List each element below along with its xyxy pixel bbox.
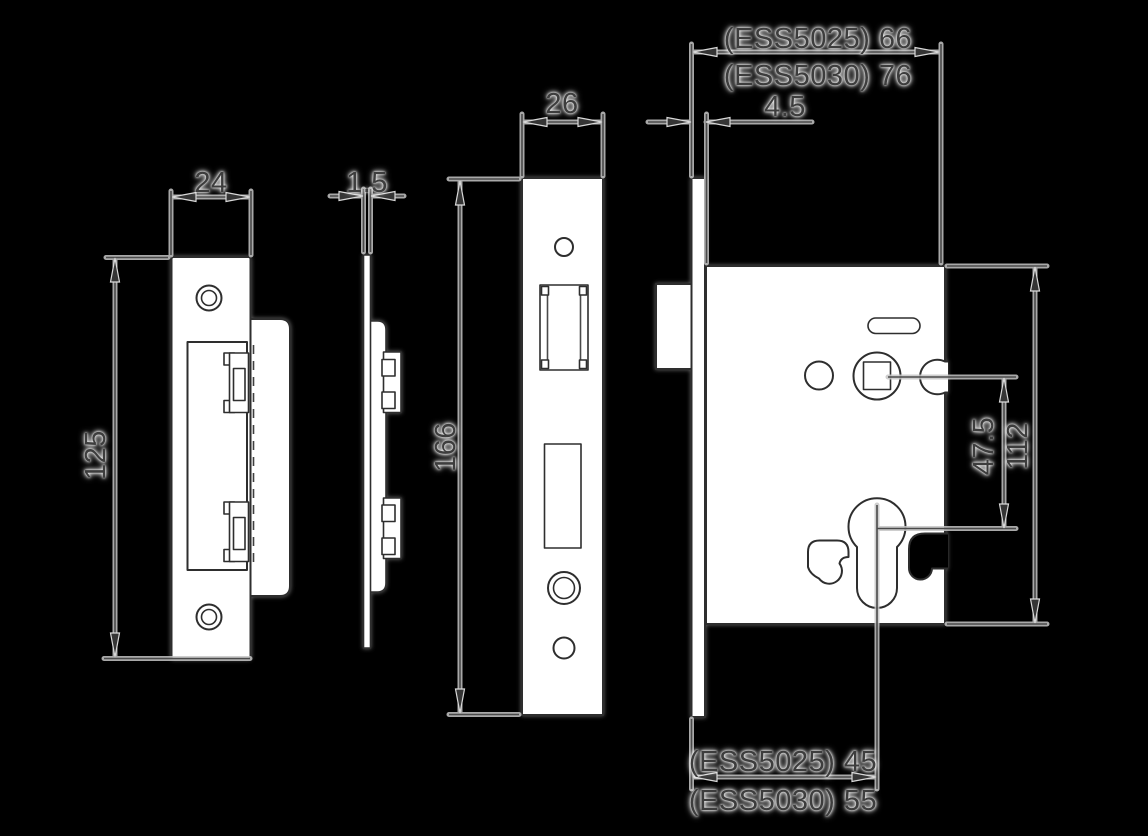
arrow-45-right: [851, 771, 877, 783]
arrow-26-right: [577, 116, 603, 128]
arrow-4p5-left: [666, 116, 692, 128]
arrow-125-top: [109, 257, 121, 283]
deadbolt-opening: [543, 443, 582, 549]
faceplate-edge-strip: [690, 177, 706, 718]
case-depth-label-ess5025: (ESS5025) 66: [724, 23, 912, 55]
strike-side-upper-keep-tab-top: [381, 358, 396, 377]
arrow-47p5-top: [998, 377, 1010, 403]
latch-corner-tab-tl: [540, 285, 550, 296]
cylinder-hole-inner: [552, 576, 576, 600]
arrow-4p5-right: [705, 116, 731, 128]
strike-bottom-screw-hole-inner: [200, 608, 218, 626]
strike-side-upper-keep-tab-bottom: [381, 391, 396, 410]
heart-cutout: [807, 539, 850, 585]
dimension-arrowheads: [109, 46, 1041, 783]
arrow-24-left: [171, 191, 197, 203]
faceplate-width-label: 26: [545, 88, 578, 120]
dimension-labels: 24 125 1.5 26 166 (ESS5025) 66 (ESS5030)…: [80, 23, 1034, 817]
fixing-hole: [804, 360, 834, 391]
strike-side-thin-plate: [362, 254, 372, 649]
faceplate-height-label: 166: [430, 422, 462, 472]
latch-corner-tab-br: [578, 359, 588, 370]
arrow-112-bottom: [1029, 598, 1041, 624]
arrow-47p5-bottom: [998, 503, 1010, 529]
arrow-24-right: [225, 191, 251, 203]
strike-lip: [249, 318, 291, 597]
edge-cutout-cylinder: [907, 532, 948, 581]
arrow-66-right: [914, 46, 940, 58]
strike-side-lower-keep-tab-bottom: [381, 537, 396, 556]
arrow-112-top: [1029, 266, 1041, 292]
case-depth-label-ess5030: (ESS5030) 76: [724, 60, 912, 92]
arrow-45-left: [692, 771, 718, 783]
strike-side-lower-keep-tab-top: [381, 504, 396, 523]
strike-height-label: 125: [80, 430, 112, 480]
backset-label-ess5030: (ESS5030) 55: [689, 785, 877, 817]
faceplate-to-case-label: 4.5: [764, 91, 806, 123]
strike-plate-front-view: [170, 256, 291, 660]
strike-top-screw-hole-inner: [200, 289, 218, 307]
fixing-slot: [867, 317, 921, 335]
faceplate-top-screw-hole: [554, 237, 574, 257]
arrow-166-top: [454, 180, 466, 206]
case-height-label: 112: [1002, 422, 1034, 470]
arrow-125-bottom: [109, 632, 121, 658]
lock-case-side-view: [655, 177, 948, 718]
faceplate-front-view: [521, 177, 604, 716]
strike-thickness-label: 1.5: [346, 167, 388, 199]
backset-label-ess5025: (ESS5025) 45: [689, 746, 877, 778]
follower-to-cylinder-label: 47.5: [968, 417, 1000, 475]
arrow-1p5-right: [370, 190, 396, 202]
arrow-1p5-left: [338, 190, 364, 202]
latch-corner-tab-tr: [578, 285, 588, 296]
latch-corner-tab-bl: [540, 359, 550, 370]
strike-width-label: 24: [194, 167, 227, 199]
strike-side-lip: [367, 320, 387, 593]
arrow-66-left: [692, 46, 718, 58]
arrow-26-left: [522, 116, 548, 128]
faceplate-bottom-screw-hole: [552, 636, 576, 660]
arrow-166-bottom: [454, 688, 466, 714]
strike-lower-keep-inner: [232, 516, 246, 551]
strike-plate-side-view: [362, 254, 402, 649]
latch-bolt: [655, 283, 693, 370]
strike-upper-keep-inner: [232, 367, 246, 402]
